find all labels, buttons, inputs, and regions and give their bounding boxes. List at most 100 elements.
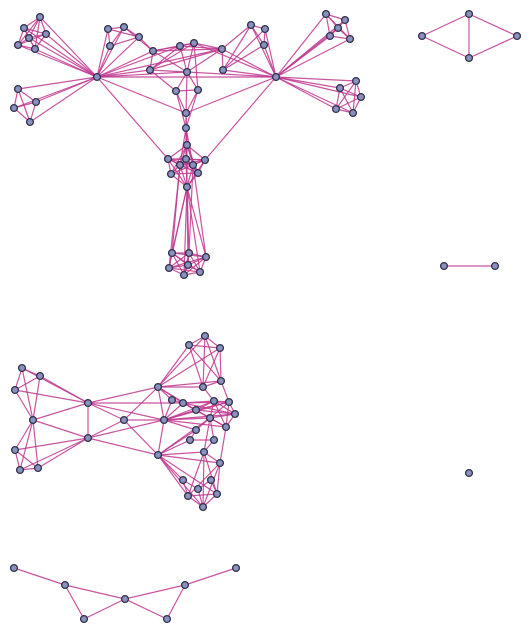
- graph-edge: [335, 80, 357, 110]
- graph-edge: [157, 429, 197, 456]
- graph-edge: [45, 33, 98, 78]
- graph-node: [182, 140, 192, 150]
- graph-edge: [157, 454, 218, 495]
- graph-node: [182, 67, 192, 77]
- graph-node: [464, 468, 474, 478]
- graph-edge: [221, 24, 252, 50]
- graph-node: [512, 31, 522, 41]
- graph-edge: [149, 45, 181, 71]
- graph-node: [221, 422, 231, 432]
- graph-edge: [96, 50, 154, 78]
- graph-node: [206, 475, 216, 485]
- graph-node: [439, 261, 449, 271]
- graph-edge: [39, 375, 89, 404]
- graph-edge: [183, 256, 207, 276]
- graph-node: [325, 31, 335, 41]
- graph-edges: [13, 13, 518, 620]
- graph-edge: [213, 400, 236, 415]
- graph-edge: [83, 598, 126, 620]
- graph-edge: [193, 42, 277, 78]
- graph-edge: [167, 158, 188, 188]
- graph-node: [201, 252, 211, 262]
- graph-edge: [175, 90, 187, 129]
- graph-node: [145, 65, 155, 75]
- graph-edge: [149, 69, 188, 73]
- graph-edge: [182, 401, 230, 404]
- graph-edge: [202, 335, 206, 388]
- graph-edge: [14, 375, 41, 391]
- graph-edge: [468, 13, 518, 37]
- graph-edge: [468, 35, 518, 59]
- graph-node: [333, 23, 343, 33]
- graph-node: [193, 168, 203, 178]
- graph-node: [217, 44, 227, 54]
- graph-edge: [185, 89, 199, 129]
- graph-edge: [29, 76, 98, 123]
- graph-node: [464, 9, 474, 19]
- graph-edge: [179, 127, 187, 166]
- graph-edge: [263, 44, 277, 78]
- graph-edge: [202, 347, 221, 388]
- graph-edge: [157, 419, 165, 456]
- graph-node: [351, 76, 361, 86]
- graph-node: [10, 445, 20, 455]
- graph-node: [345, 34, 355, 44]
- graph-node: [216, 376, 226, 386]
- graph-node: [193, 484, 203, 494]
- graph-edge: [188, 344, 222, 382]
- graph-edge: [250, 24, 277, 78]
- graph-edge: [123, 386, 159, 421]
- graph-node: [200, 155, 210, 165]
- graph-edge: [14, 419, 34, 451]
- graph-edge: [186, 42, 195, 73]
- graph-node: [148, 46, 158, 56]
- graph-edge: [23, 27, 98, 78]
- graph-edge: [179, 45, 223, 50]
- graph-node: [35, 371, 45, 381]
- graph-node: [215, 343, 225, 353]
- graph-node: [189, 38, 199, 48]
- graph-node: [83, 433, 93, 443]
- graph-edge: [275, 76, 341, 89]
- graph-edge: [179, 45, 188, 73]
- graph-node: [181, 108, 191, 118]
- graph-edge: [14, 449, 39, 469]
- graph-node: [60, 580, 70, 590]
- graph-node: [198, 502, 208, 512]
- graph-edge: [64, 584, 126, 600]
- graph-edge: [186, 186, 201, 273]
- graph-node: [331, 104, 341, 114]
- graph-edge: [204, 76, 277, 161]
- graph-node: [15, 465, 25, 475]
- graph-edge: [219, 426, 227, 464]
- graph-node: [10, 385, 20, 395]
- graph-nodes: [9, 9, 522, 624]
- graph-node: [179, 270, 189, 280]
- graph-node: [171, 86, 181, 96]
- graph-edge: [275, 38, 351, 78]
- graph-edge: [421, 35, 470, 59]
- graph-edge: [39, 16, 98, 78]
- graph-edge: [14, 437, 89, 451]
- graph-edge: [186, 186, 207, 258]
- graph-edge: [204, 335, 222, 382]
- graph-edge: [87, 402, 125, 421]
- graph-edge: [21, 367, 34, 421]
- graph-edge: [163, 419, 197, 431]
- graph-node: [259, 40, 269, 50]
- graph-node: [162, 614, 172, 624]
- graph-node: [33, 463, 43, 473]
- graph-edge: [32, 419, 39, 469]
- graph-node: [41, 29, 51, 39]
- graph-node: [103, 24, 113, 34]
- graph-node: [183, 491, 193, 501]
- graph-node: [218, 65, 228, 75]
- graph-node: [340, 15, 350, 25]
- graph-edge: [87, 419, 165, 439]
- graph-node: [19, 23, 29, 33]
- graph-edge: [17, 76, 98, 90]
- graph-node: [153, 382, 163, 392]
- graph-node: [356, 92, 366, 102]
- graph-edge: [96, 28, 109, 78]
- graph-edge: [221, 48, 277, 78]
